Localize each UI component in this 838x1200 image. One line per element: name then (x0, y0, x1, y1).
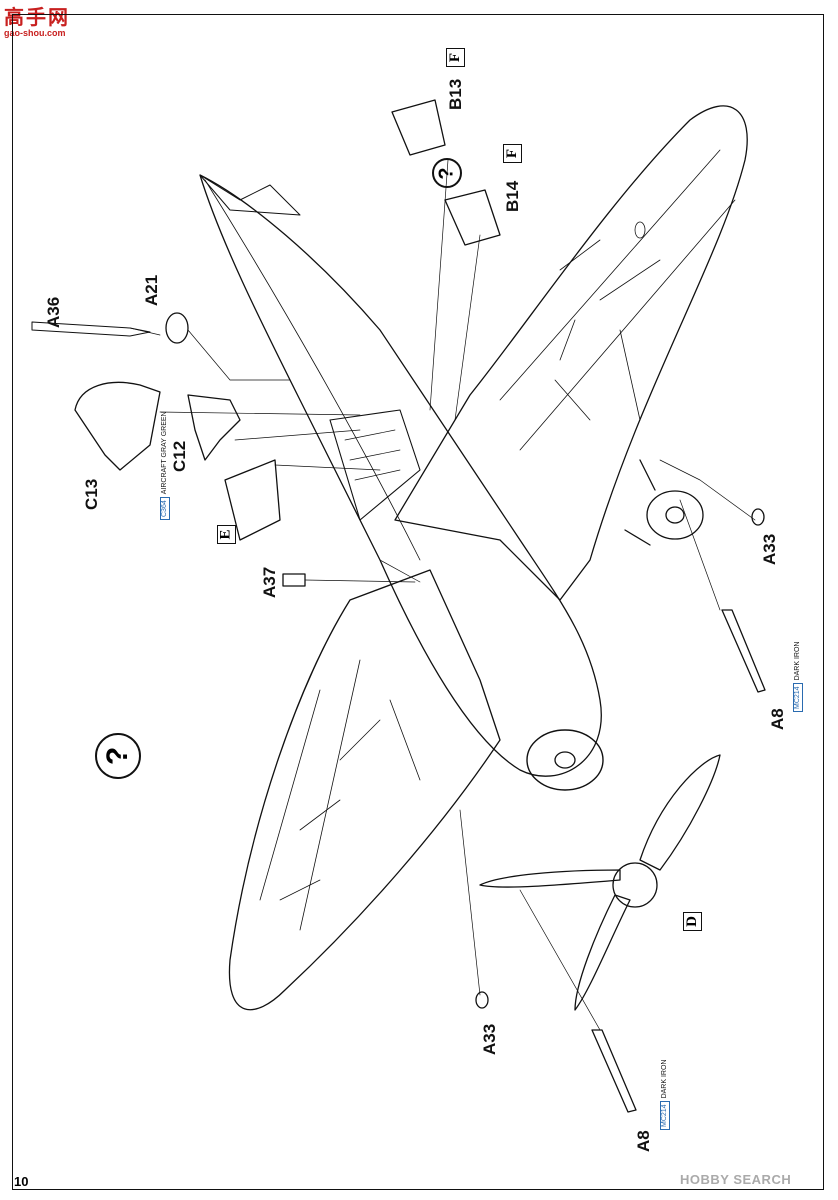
paint-callout-gray-green: C364 AIRCRAFT GRAY GREEN (160, 411, 170, 520)
watermark-url: gao-shou.com (4, 28, 66, 38)
propeller-blade-left (479, 869, 621, 888)
part-a33-left-shape (475, 991, 489, 1009)
label-a8-right: A8 (768, 708, 787, 730)
page-number: 10 (14, 1174, 29, 1189)
part-a21-shape (165, 312, 189, 344)
right-gear-strut (624, 459, 656, 546)
right-wheel-hub (665, 506, 685, 524)
left-wing-outline (228, 569, 501, 1011)
label-a21: A21 (142, 274, 161, 306)
propeller-blade-lower (574, 894, 631, 1011)
paint-name-dark-iron-right: DARK IRON (794, 641, 801, 681)
part-e-shape (224, 459, 281, 541)
part-a33-right-shape (751, 508, 765, 526)
question-mark-top: ? (432, 158, 462, 188)
leader-lines (129, 159, 756, 1031)
box-letter-d: D (683, 912, 702, 931)
label-a33-left: A33 (480, 1023, 499, 1055)
part-a8-right-shape (721, 609, 766, 693)
label-a33-right: A33 (760, 533, 779, 565)
box-letter-d-text: D (684, 916, 700, 927)
left-wing-panel-lines (259, 659, 421, 931)
box-letter-f2-text: F (503, 148, 520, 159)
part-b13-shape (391, 99, 446, 156)
box-letter-e: E (217, 525, 236, 544)
watermark-logo: 高手网 gao-shou.com (4, 6, 80, 40)
cockpit-detail (344, 429, 401, 481)
paint-callout-dark-iron-right: MC214 DARK IRON (793, 642, 803, 712)
box-letter-f-b13: F (446, 48, 465, 67)
propeller-blade-upper (639, 754, 721, 871)
box-letter-f1-text: F (446, 52, 463, 63)
fuselage-outline (199, 174, 602, 777)
label-a36: A36 (44, 296, 63, 328)
paint-name-dark-iron-left: DARK IRON (661, 1059, 668, 1099)
paint-code-mc214-left: MC214 (660, 1101, 670, 1130)
question-mark-left-text: ? (100, 746, 134, 766)
label-a8-left: A8 (634, 1130, 653, 1152)
right-wing-outline (394, 105, 748, 601)
part-c12-shape (187, 394, 241, 461)
spinner-hub (554, 751, 576, 769)
label-b14: B14 (503, 180, 522, 212)
right-wing-aileron-mark (634, 221, 646, 239)
label-a37: A37 (260, 566, 279, 598)
paint-name-gray-green: AIRCRAFT GRAY GREEN (161, 411, 168, 495)
box-letter-f-b14: F (503, 144, 522, 163)
part-c13-shape (74, 381, 161, 471)
label-c12: C12 (170, 440, 189, 472)
page-border (12, 14, 824, 1190)
part-a36-shape (31, 321, 151, 337)
paint-code-mc214-right: MC214 (793, 683, 803, 712)
paint-code-c364: C364 (160, 497, 170, 520)
part-a37-shape (282, 573, 306, 587)
part-a8-left-shape (591, 1029, 637, 1113)
question-mark-left: ? (95, 733, 141, 779)
question-mark-top-text: ? (435, 166, 458, 180)
right-wing-panel-lines (499, 149, 736, 451)
label-b13: B13 (446, 78, 465, 110)
watermark-hobby-search: HOBBY SEARCH (680, 1172, 792, 1187)
right-wheel (646, 490, 704, 540)
watermark-chars: 高手网 (4, 5, 70, 29)
part-b14-shape (444, 189, 501, 246)
fuselage-spine (204, 179, 421, 561)
cockpit-opening (329, 409, 421, 521)
paint-callout-dark-iron-left: MC214 DARK IRON (660, 1060, 670, 1130)
label-c13: C13 (82, 478, 101, 510)
tail-fin (199, 174, 301, 216)
cowling-front (526, 729, 604, 791)
box-letter-e-text: E (217, 529, 234, 540)
propeller-spinner (612, 862, 658, 908)
